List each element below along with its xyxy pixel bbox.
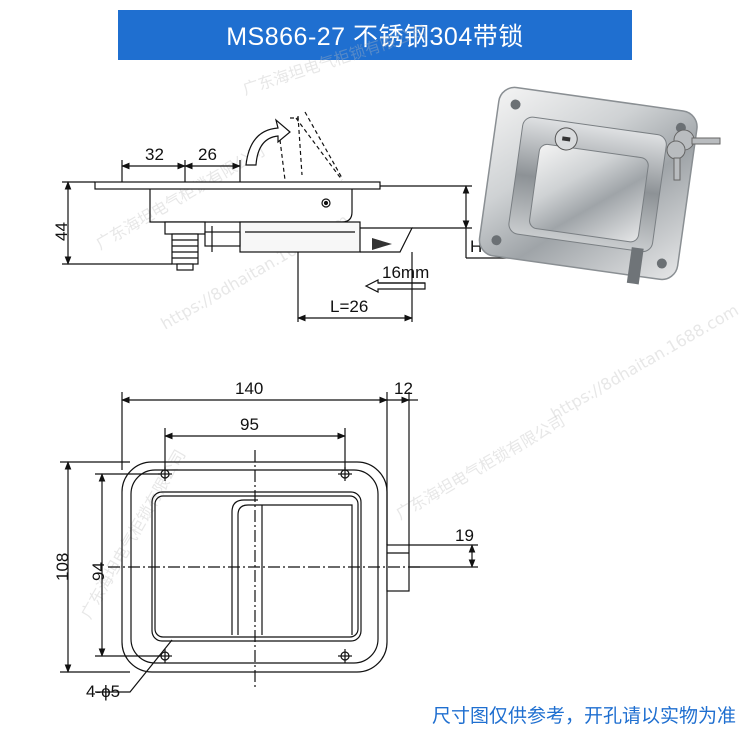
side-hole xyxy=(321,198,331,208)
latch-tongue xyxy=(360,227,413,253)
dim-95: 95 xyxy=(240,415,259,434)
photo-latch-bolt xyxy=(626,247,644,285)
dim-32: 32 xyxy=(145,145,164,164)
photo-paddle xyxy=(529,143,649,243)
side-view xyxy=(62,111,518,322)
title-text: MS866-27 不锈钢304带锁 xyxy=(226,23,524,51)
photo-keys xyxy=(666,129,721,181)
rotate-arrow xyxy=(245,118,291,166)
latch-bar xyxy=(239,221,361,253)
photo-screw-hole xyxy=(656,258,667,269)
front-latch xyxy=(386,544,410,592)
hole-leader xyxy=(95,639,173,693)
watermark-company: 广东海坦电气柜锁有限公司 xyxy=(393,411,569,523)
flange-plate xyxy=(94,181,381,190)
product-photo xyxy=(478,86,721,285)
title-banner: MS866-27 不锈钢304带锁 xyxy=(118,10,632,60)
dim-108: 108 xyxy=(53,553,72,581)
dim-140: 140 xyxy=(235,379,263,398)
watermark-url: https://8dhaitan.1688.com xyxy=(548,300,742,423)
open-position-dashed xyxy=(279,111,343,181)
dim-26-top: 26 xyxy=(198,145,217,164)
watermark-company: 广东海坦电气柜锁有限公司 xyxy=(240,21,428,98)
dim-holes: 4-ϕ5 xyxy=(86,682,120,701)
dim-12: 12 xyxy=(394,379,413,398)
dim-16mm: 16mm xyxy=(382,263,429,282)
lock-cylinder xyxy=(171,233,199,271)
dim-19: 19 xyxy=(455,526,474,545)
front-view-labels: 140 12 95 108 94 19 4-ϕ5 xyxy=(53,379,474,701)
front-view xyxy=(60,392,478,693)
dim-94: 94 xyxy=(89,562,108,581)
photo-screw-hole xyxy=(491,235,502,246)
dim-l26: L=26 xyxy=(330,297,368,316)
watermark-company: 广东海坦电气柜锁有限公司 xyxy=(77,446,189,622)
footer-note: 尺寸图仅供参考，开孔请以实物为准 xyxy=(431,705,736,727)
front-paddle xyxy=(237,504,353,635)
dim-44: 44 xyxy=(52,222,71,241)
photo-screw-hole xyxy=(510,99,521,110)
